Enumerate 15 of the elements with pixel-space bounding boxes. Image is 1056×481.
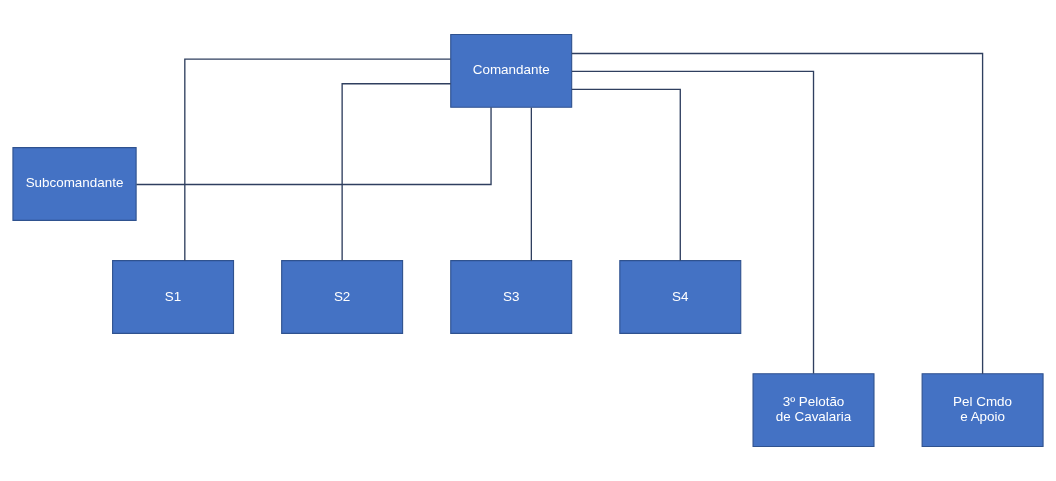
node-box: S2 [281,260,404,334]
node-box: S1 [112,260,235,334]
node-box: Comandante [450,33,573,108]
connector [184,58,452,262]
connector [530,107,533,262]
node-box: S3 [450,260,573,334]
connector [341,83,452,262]
node-box: Subcomandante [12,147,137,221]
node-box: S4 [619,260,742,334]
node-box: Pel Cmdo e Apoio [921,373,1044,448]
connector [135,106,492,186]
connector [571,52,984,375]
connector [571,88,681,262]
connector [571,70,815,375]
node-box: 3º Pelotão de Cavalaria [752,373,875,448]
